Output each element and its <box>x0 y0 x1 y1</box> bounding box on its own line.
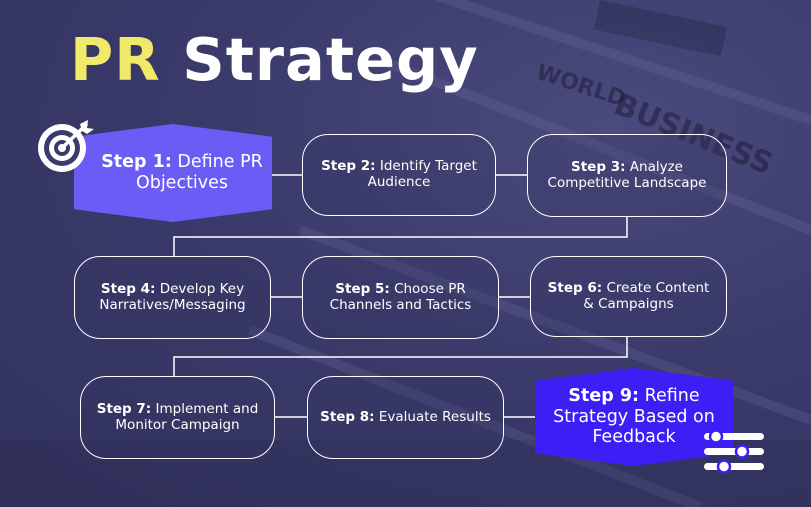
connector-6-7 <box>173 337 628 376</box>
step-1-label: Step 1: <box>101 152 172 172</box>
step-6-box: Step 6: Create Content & Campaigns <box>530 256 727 337</box>
step-7-box: Step 7: Implement and Monitor Campaign <box>80 376 275 459</box>
step-4-box: Step 4: Develop Key Narratives/Messaging <box>74 256 271 339</box>
target-icon <box>38 120 94 172</box>
step-6-text: Create Content & Campaigns <box>583 279 710 312</box>
step-9-text: Refine Strategy Based on Feedback <box>553 386 715 448</box>
step-4-label: Step 4: <box>100 280 156 297</box>
step-8-text: Evaluate Results <box>378 408 491 425</box>
step-5-text: Choose PR Channels and Tactics <box>329 280 472 313</box>
step-3-text: Analyze Competitive Landscape <box>547 158 707 191</box>
step-1-text: Define PR Objectives <box>135 152 263 193</box>
step-3-label: Step 3: <box>571 158 626 175</box>
title-highlight: PR <box>70 25 161 94</box>
step-7-text: Implement and Monitor Campaign <box>115 400 259 433</box>
step-2-label: Step 2: <box>321 158 376 175</box>
step-5-label: Step 5: <box>335 280 390 297</box>
step-4-text: Develop Key Narratives/Messaging <box>99 280 246 313</box>
step-8-label: Step 8: <box>320 408 375 425</box>
step-5-box: Step 5: Choose PR Channels and Tactics <box>302 256 499 339</box>
step-2-box: Step 2: Identify Target Audience <box>302 134 496 216</box>
step-1-box: Step 1: Define PR Objectives <box>74 124 272 222</box>
step-2-text: Identify Target Audience <box>367 158 477 190</box>
step-7-label: Step 7: <box>96 400 152 417</box>
step-9-box: Step 9: Refine Strategy Based on Feedbac… <box>535 368 733 466</box>
step-9-label: Step 9: <box>568 386 640 407</box>
step-3-box: Step 3: Analyze Competitive Landscape <box>527 134 727 217</box>
step-8-box: Step 8: Evaluate Results <box>307 376 504 459</box>
connector-3-4 <box>173 217 628 256</box>
step-6-label: Step 6: <box>547 279 603 296</box>
page-title: PR Strategy <box>70 30 479 89</box>
title-rest: Strategy <box>182 25 479 94</box>
sliders-icon <box>704 430 764 474</box>
